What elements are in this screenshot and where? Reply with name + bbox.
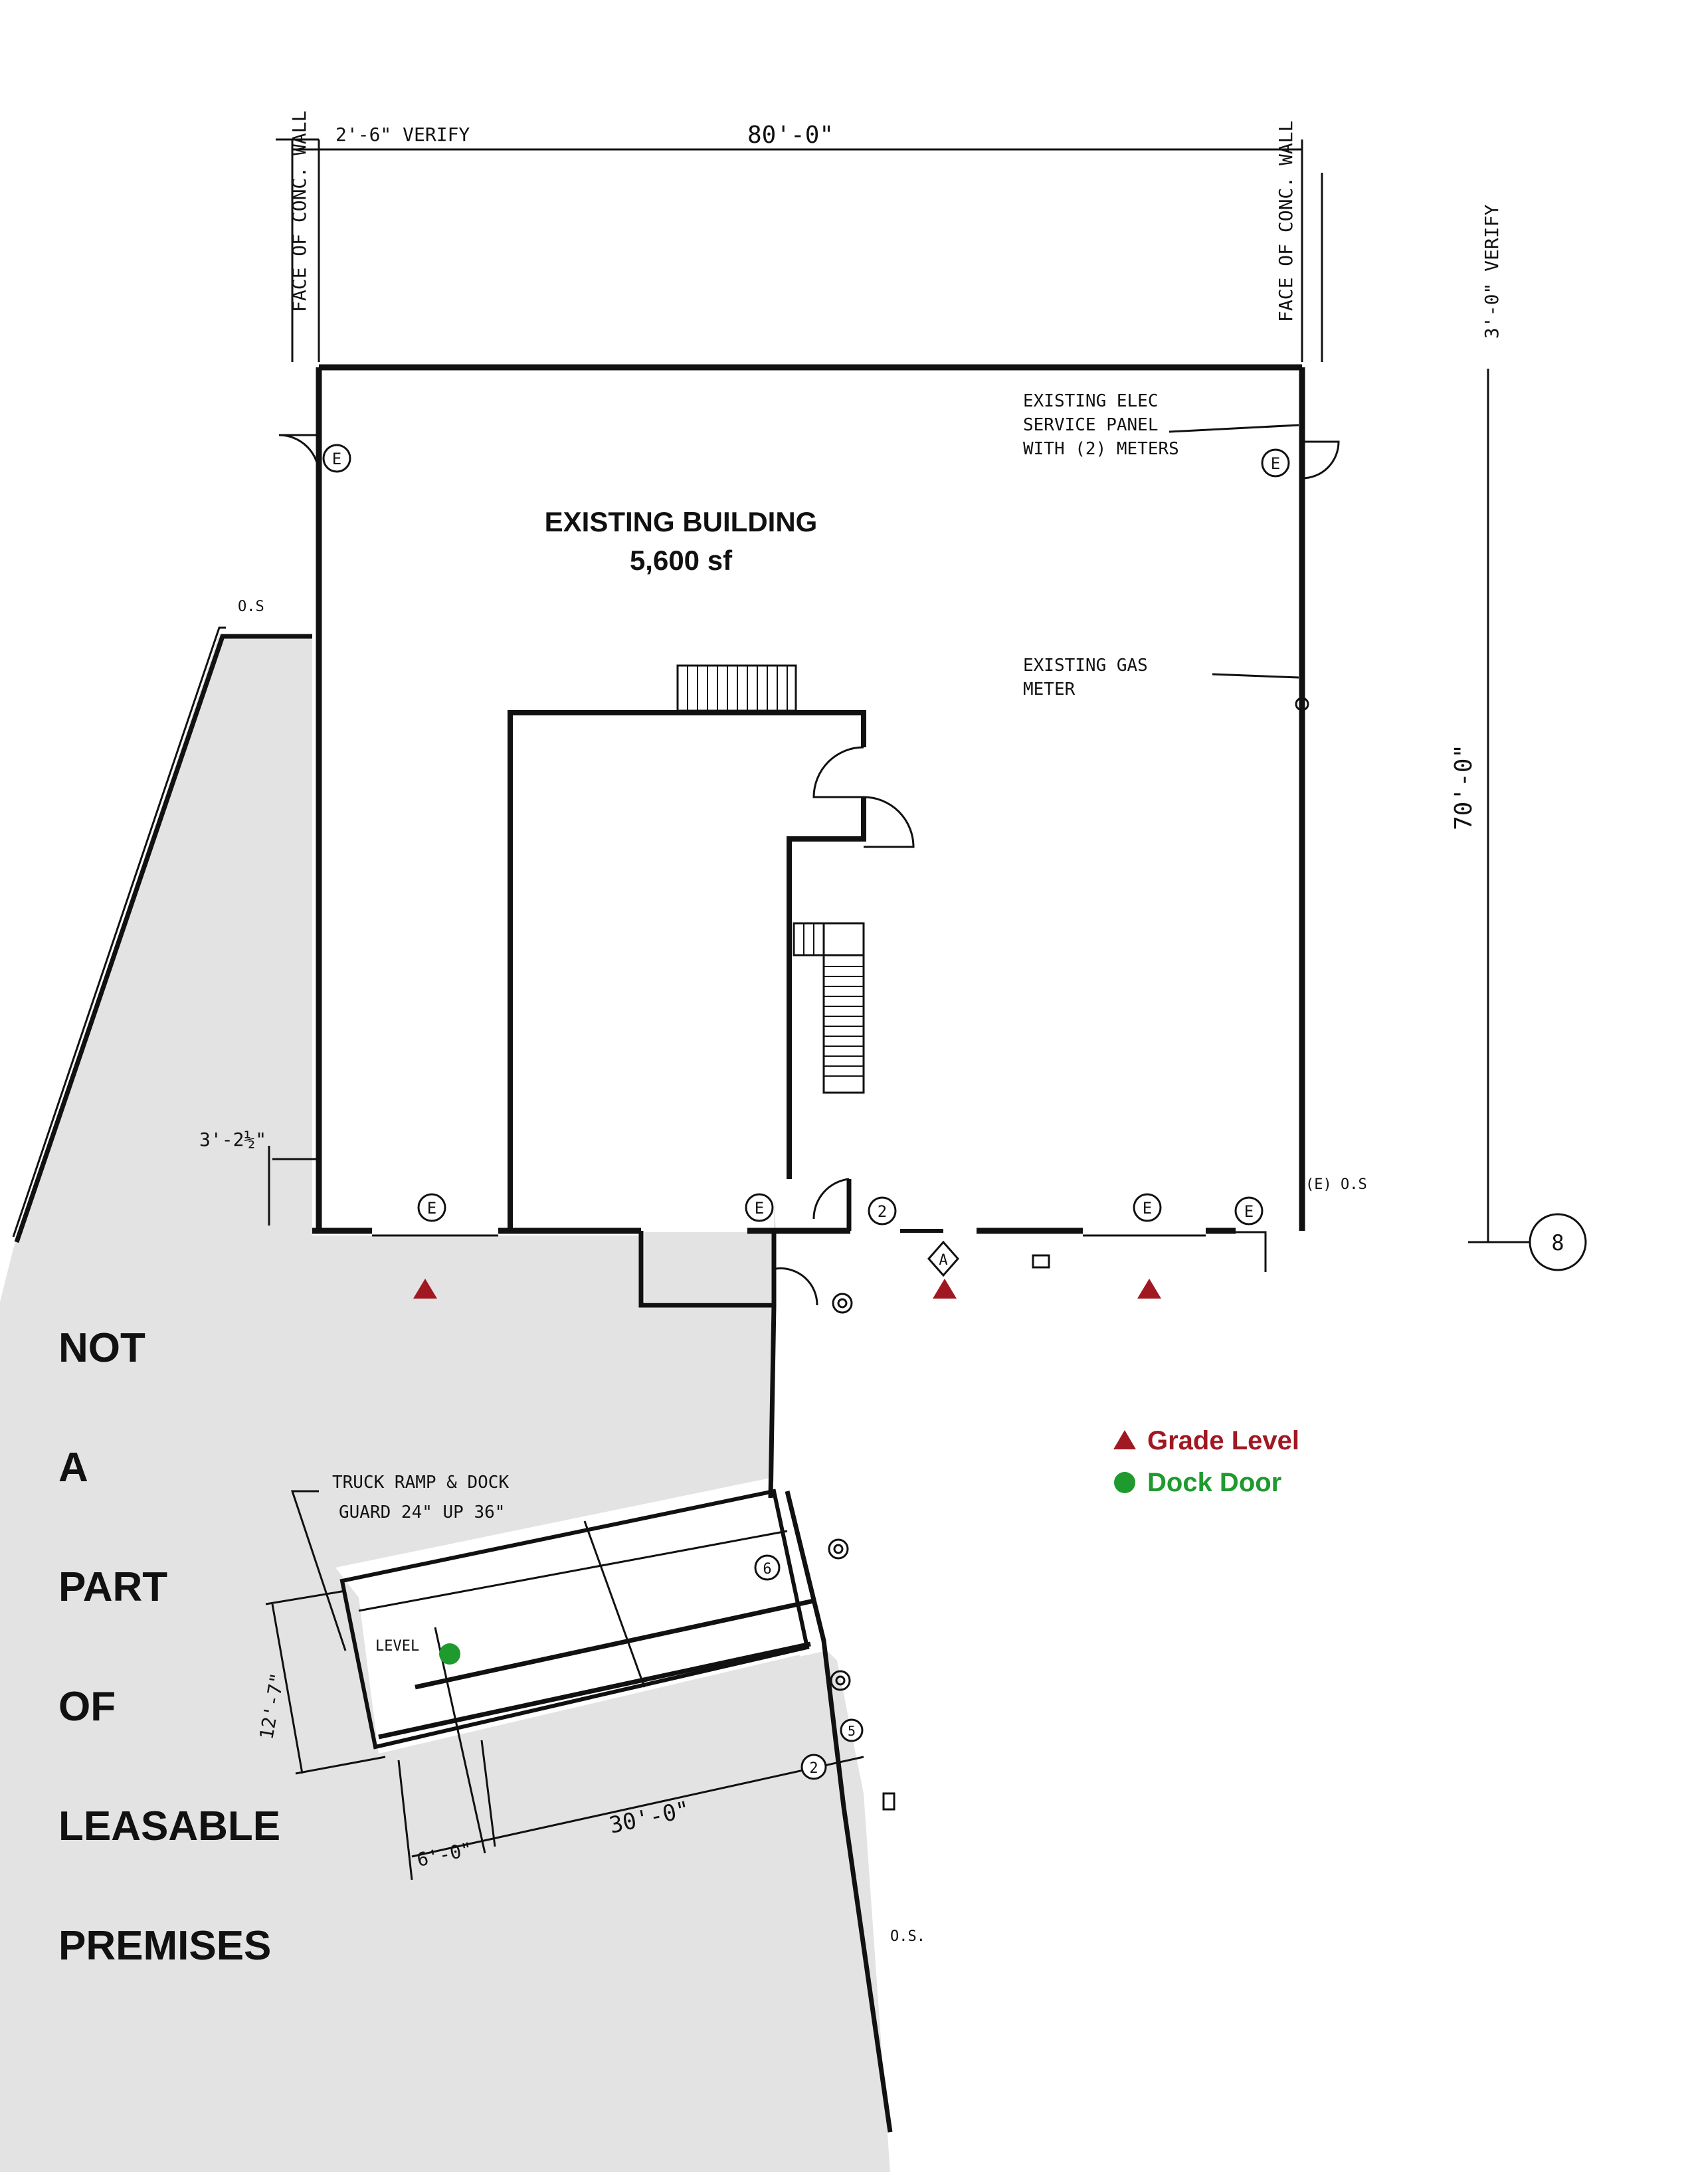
tag-5-dock: 5 bbox=[840, 1718, 864, 1742]
svg-text:E: E bbox=[1271, 454, 1280, 473]
tag-e-south-4: E bbox=[1234, 1196, 1264, 1226]
not-leasable-line-2: A bbox=[58, 1445, 88, 1491]
dock-depth-line bbox=[271, 1603, 304, 1774]
dock-door-marker bbox=[439, 1643, 460, 1665]
east-site-wall bbox=[768, 1305, 777, 1499]
dock-depth-ext-top bbox=[265, 1590, 346, 1605]
dock-interior bbox=[359, 1511, 817, 1754]
not-leasable-line-4: OF bbox=[58, 1684, 116, 1730]
building-area: 5,600 sf bbox=[630, 545, 733, 576]
dock-length-line bbox=[411, 1756, 864, 1858]
tag-2-dock: 2 bbox=[800, 1754, 827, 1780]
vestibule-walls bbox=[638, 1231, 777, 1308]
gas-leader bbox=[1212, 673, 1299, 679]
dock-divider bbox=[434, 1627, 486, 1854]
elec-note-line-1: EXISTING ELEC bbox=[1023, 391, 1159, 411]
interior-stair-treads bbox=[803, 923, 864, 1077]
tag-e-south-1: E bbox=[417, 1193, 446, 1222]
legend-grade-label: Grade Level bbox=[1147, 1426, 1299, 1455]
svg-text:5: 5 bbox=[848, 1723, 856, 1739]
top-offset-label: 2'-6" VERIFY bbox=[335, 124, 470, 145]
grid-bubble bbox=[1529, 1213, 1587, 1271]
face-of-wall-right-note: FACE OF CONC. WALL bbox=[1275, 121, 1297, 322]
door-swing-vestibule bbox=[775, 1267, 818, 1306]
top-width-label: 80'-0" bbox=[747, 122, 834, 149]
os-bottom-label: O.S. bbox=[890, 1928, 925, 1945]
dock-edge-lower bbox=[378, 1641, 811, 1740]
core-wall-east bbox=[787, 797, 866, 1179]
dock-width-ext-2 bbox=[480, 1740, 496, 1847]
legend-dock-icon bbox=[1114, 1472, 1135, 1493]
dock-width-ext-1 bbox=[397, 1760, 413, 1880]
elec-note-line-3: WITH (2) METERS bbox=[1023, 439, 1179, 459]
gas-note-line-2: METER bbox=[1023, 680, 1076, 699]
svg-text:2: 2 bbox=[878, 1202, 887, 1221]
tag-a-south: A bbox=[927, 1240, 959, 1277]
right-offset-label: 3'-0" VERIFY bbox=[1481, 205, 1503, 339]
not-leasable-line-3: PART bbox=[58, 1564, 167, 1610]
tag-e-east: E bbox=[1261, 448, 1290, 478]
gas-note-line-1: EXISTING GAS bbox=[1023, 656, 1148, 676]
svg-text:E: E bbox=[755, 1199, 764, 1218]
non-leasable-area-main bbox=[0, 636, 890, 2172]
right-depth-label: 70'-0" bbox=[1450, 744, 1477, 830]
tag-e-west: E bbox=[322, 444, 351, 473]
svg-text:E: E bbox=[1244, 1202, 1254, 1221]
os-top-label: O.S bbox=[238, 598, 264, 615]
door-swing-west bbox=[278, 434, 320, 476]
not-leasable-line-6: PREMISES bbox=[58, 1923, 271, 1969]
west-site-wall bbox=[14, 634, 312, 1243]
tag-2-south: 2 bbox=[868, 1196, 897, 1226]
dock-depth-ext-bot bbox=[295, 1756, 386, 1775]
door-swing-1 bbox=[812, 746, 864, 798]
grade-level-marker-3 bbox=[1137, 1279, 1161, 1299]
door-swing-2 bbox=[863, 796, 915, 848]
grade-level-marker-1 bbox=[413, 1279, 437, 1299]
legend-dock-label: Dock Door bbox=[1147, 1468, 1281, 1497]
dock-edge-upper bbox=[358, 1530, 788, 1612]
door-swing-southeast bbox=[1236, 1231, 1267, 1272]
svg-text:E: E bbox=[332, 450, 341, 468]
truck-note-leader-2 bbox=[583, 1520, 646, 1688]
face-of-wall-left-note: FACE OF CONC. WALL bbox=[288, 111, 310, 312]
door-swing-3 bbox=[812, 1178, 850, 1220]
east-site-wall-lower bbox=[785, 1491, 893, 2133]
not-leasable-line-5: LEASABLE bbox=[58, 1803, 280, 1849]
not-leasable-line-1: NOT bbox=[58, 1325, 145, 1371]
dock-level-label: LEVEL bbox=[375, 1638, 419, 1655]
legend-grade-icon bbox=[1113, 1430, 1136, 1449]
truck-note-leader-1 bbox=[290, 1490, 347, 1651]
svg-text:2: 2 bbox=[809, 1760, 818, 1777]
elec-note-line-2: SERVICE PANEL bbox=[1023, 415, 1159, 435]
interior-stair-landing bbox=[793, 922, 865, 956]
svg-text:A: A bbox=[939, 1252, 947, 1269]
fixture-symbols bbox=[828, 1254, 1050, 1811]
building-title: EXISTING BUILDING bbox=[545, 506, 818, 537]
grid-bubble-label: 8 bbox=[1551, 1230, 1564, 1255]
tag-6-dock: 6 bbox=[754, 1554, 781, 1581]
svg-text:E: E bbox=[1143, 1199, 1152, 1218]
left-small-dim: 3'-2½" bbox=[199, 1129, 266, 1150]
grade-level-marker-2 bbox=[933, 1279, 957, 1299]
os-right-label: (E) O.S bbox=[1305, 1176, 1367, 1193]
interior-stair bbox=[822, 922, 865, 1094]
stair-top-treads bbox=[687, 666, 788, 711]
svg-text:E: E bbox=[427, 1199, 436, 1218]
truck-note-line-2: GUARD 24" UP 36" bbox=[339, 1502, 505, 1522]
svg-text:6: 6 bbox=[763, 1561, 771, 1578]
west-site-wall-inner bbox=[12, 626, 226, 1237]
truck-note-line-1: TRUCK RAMP & DOCK bbox=[332, 1473, 509, 1493]
core-wall-west bbox=[508, 710, 866, 1231]
door-swing-east bbox=[1301, 440, 1340, 480]
elec-leader bbox=[1169, 424, 1299, 433]
dock-level-line bbox=[415, 1598, 814, 1690]
dock-outline bbox=[339, 1489, 810, 1750]
gas-meter-symbol bbox=[1295, 697, 1309, 711]
tag-e-south-2: E bbox=[745, 1193, 774, 1222]
tag-e-south-3: E bbox=[1133, 1193, 1162, 1222]
